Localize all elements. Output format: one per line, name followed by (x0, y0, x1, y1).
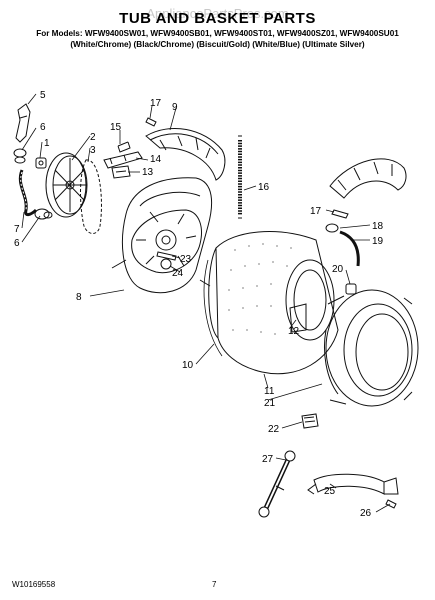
document-number: W10169558 (12, 580, 56, 589)
part-3-belt (80, 159, 102, 234)
models-line-2: (White/Chrome) (Black/Chrome) (Biscuit/G… (70, 40, 365, 49)
page-number: 7 (212, 580, 217, 589)
callout-17-right: 17 (310, 206, 322, 217)
part-14-bracket (103, 151, 143, 169)
part-22-label (301, 413, 319, 429)
callout-6-lower: 6 (14, 238, 20, 249)
part-21-front-tub (324, 289, 419, 407)
watermark: AppliancePartsPros.com (146, 6, 289, 21)
part-9-front-counterweight (329, 158, 407, 199)
part-20-grommet (345, 283, 357, 295)
callout-5: 5 (40, 90, 46, 101)
callout-6: 6 (40, 122, 46, 133)
callout-2: 2 (90, 132, 96, 143)
callout-numbers: 5 6 1 2 3 7 6 8 15 17 9 14 13 16 23 24 1… (14, 90, 384, 519)
part-17-right-screw (331, 209, 349, 219)
callout-19: 19 (372, 236, 384, 247)
callout-1: 1 (44, 138, 50, 149)
part-18-nut (325, 223, 339, 233)
part-10-tub-seal (203, 259, 223, 357)
page-title: TUB AND BASKET PARTS (119, 10, 316, 27)
callout-9: 9 (172, 102, 178, 113)
callout-17-top: 17 (150, 98, 162, 109)
part-7-hose (18, 169, 38, 217)
part-27-damper (258, 450, 296, 518)
part-17-screw (145, 117, 157, 127)
callout-7: 7 (14, 224, 20, 235)
callout-8: 8 (76, 292, 82, 303)
callout-11: 11 (264, 386, 275, 397)
leader-lines (21, 93, 391, 513)
callout-14: 14 (150, 154, 162, 165)
part-6-lower-clamp (34, 208, 53, 220)
part-11-basket (208, 231, 339, 375)
callout-18: 18 (372, 221, 384, 232)
part-6-clamp (13, 148, 27, 164)
callout-13: 13 (142, 167, 154, 178)
part-24-bearing (160, 258, 172, 270)
callout-23: 23 (180, 254, 192, 265)
part-9-counterweight (145, 128, 226, 181)
part-1-fitting (35, 157, 47, 169)
part-8-outer-tub-rear (111, 177, 213, 294)
callout-27: 27 (262, 454, 274, 465)
part-5-bracket (15, 103, 31, 143)
callout-25: 25 (324, 486, 336, 497)
part-19-hose (339, 230, 360, 267)
models-line-1: For Models: WFW9400SW01, WFW9400SB01, WF… (36, 29, 399, 38)
callout-3: 3 (90, 145, 96, 156)
callout-12: 12 (288, 326, 300, 337)
part-23-bolt (156, 251, 177, 261)
part-25-heater (307, 473, 399, 495)
callout-15: 15 (110, 122, 122, 133)
callout-24: 24 (172, 268, 184, 279)
models-list: For Models: WFW9400SW01, WFW9400SB01, WF… (0, 28, 435, 50)
part-13-clip (111, 165, 131, 179)
callout-20: 20 (332, 264, 344, 275)
callout-21: 21 (264, 398, 276, 409)
part-16-spring (238, 135, 242, 219)
part-2-pulley (45, 152, 88, 218)
callout-10: 10 (182, 360, 194, 371)
part-15-screw (117, 141, 131, 153)
callout-22: 22 (268, 424, 280, 435)
callout-16: 16 (258, 182, 270, 193)
callout-26: 26 (360, 508, 372, 519)
part-12-paddle (289, 303, 307, 333)
part-26-screw (385, 499, 397, 509)
